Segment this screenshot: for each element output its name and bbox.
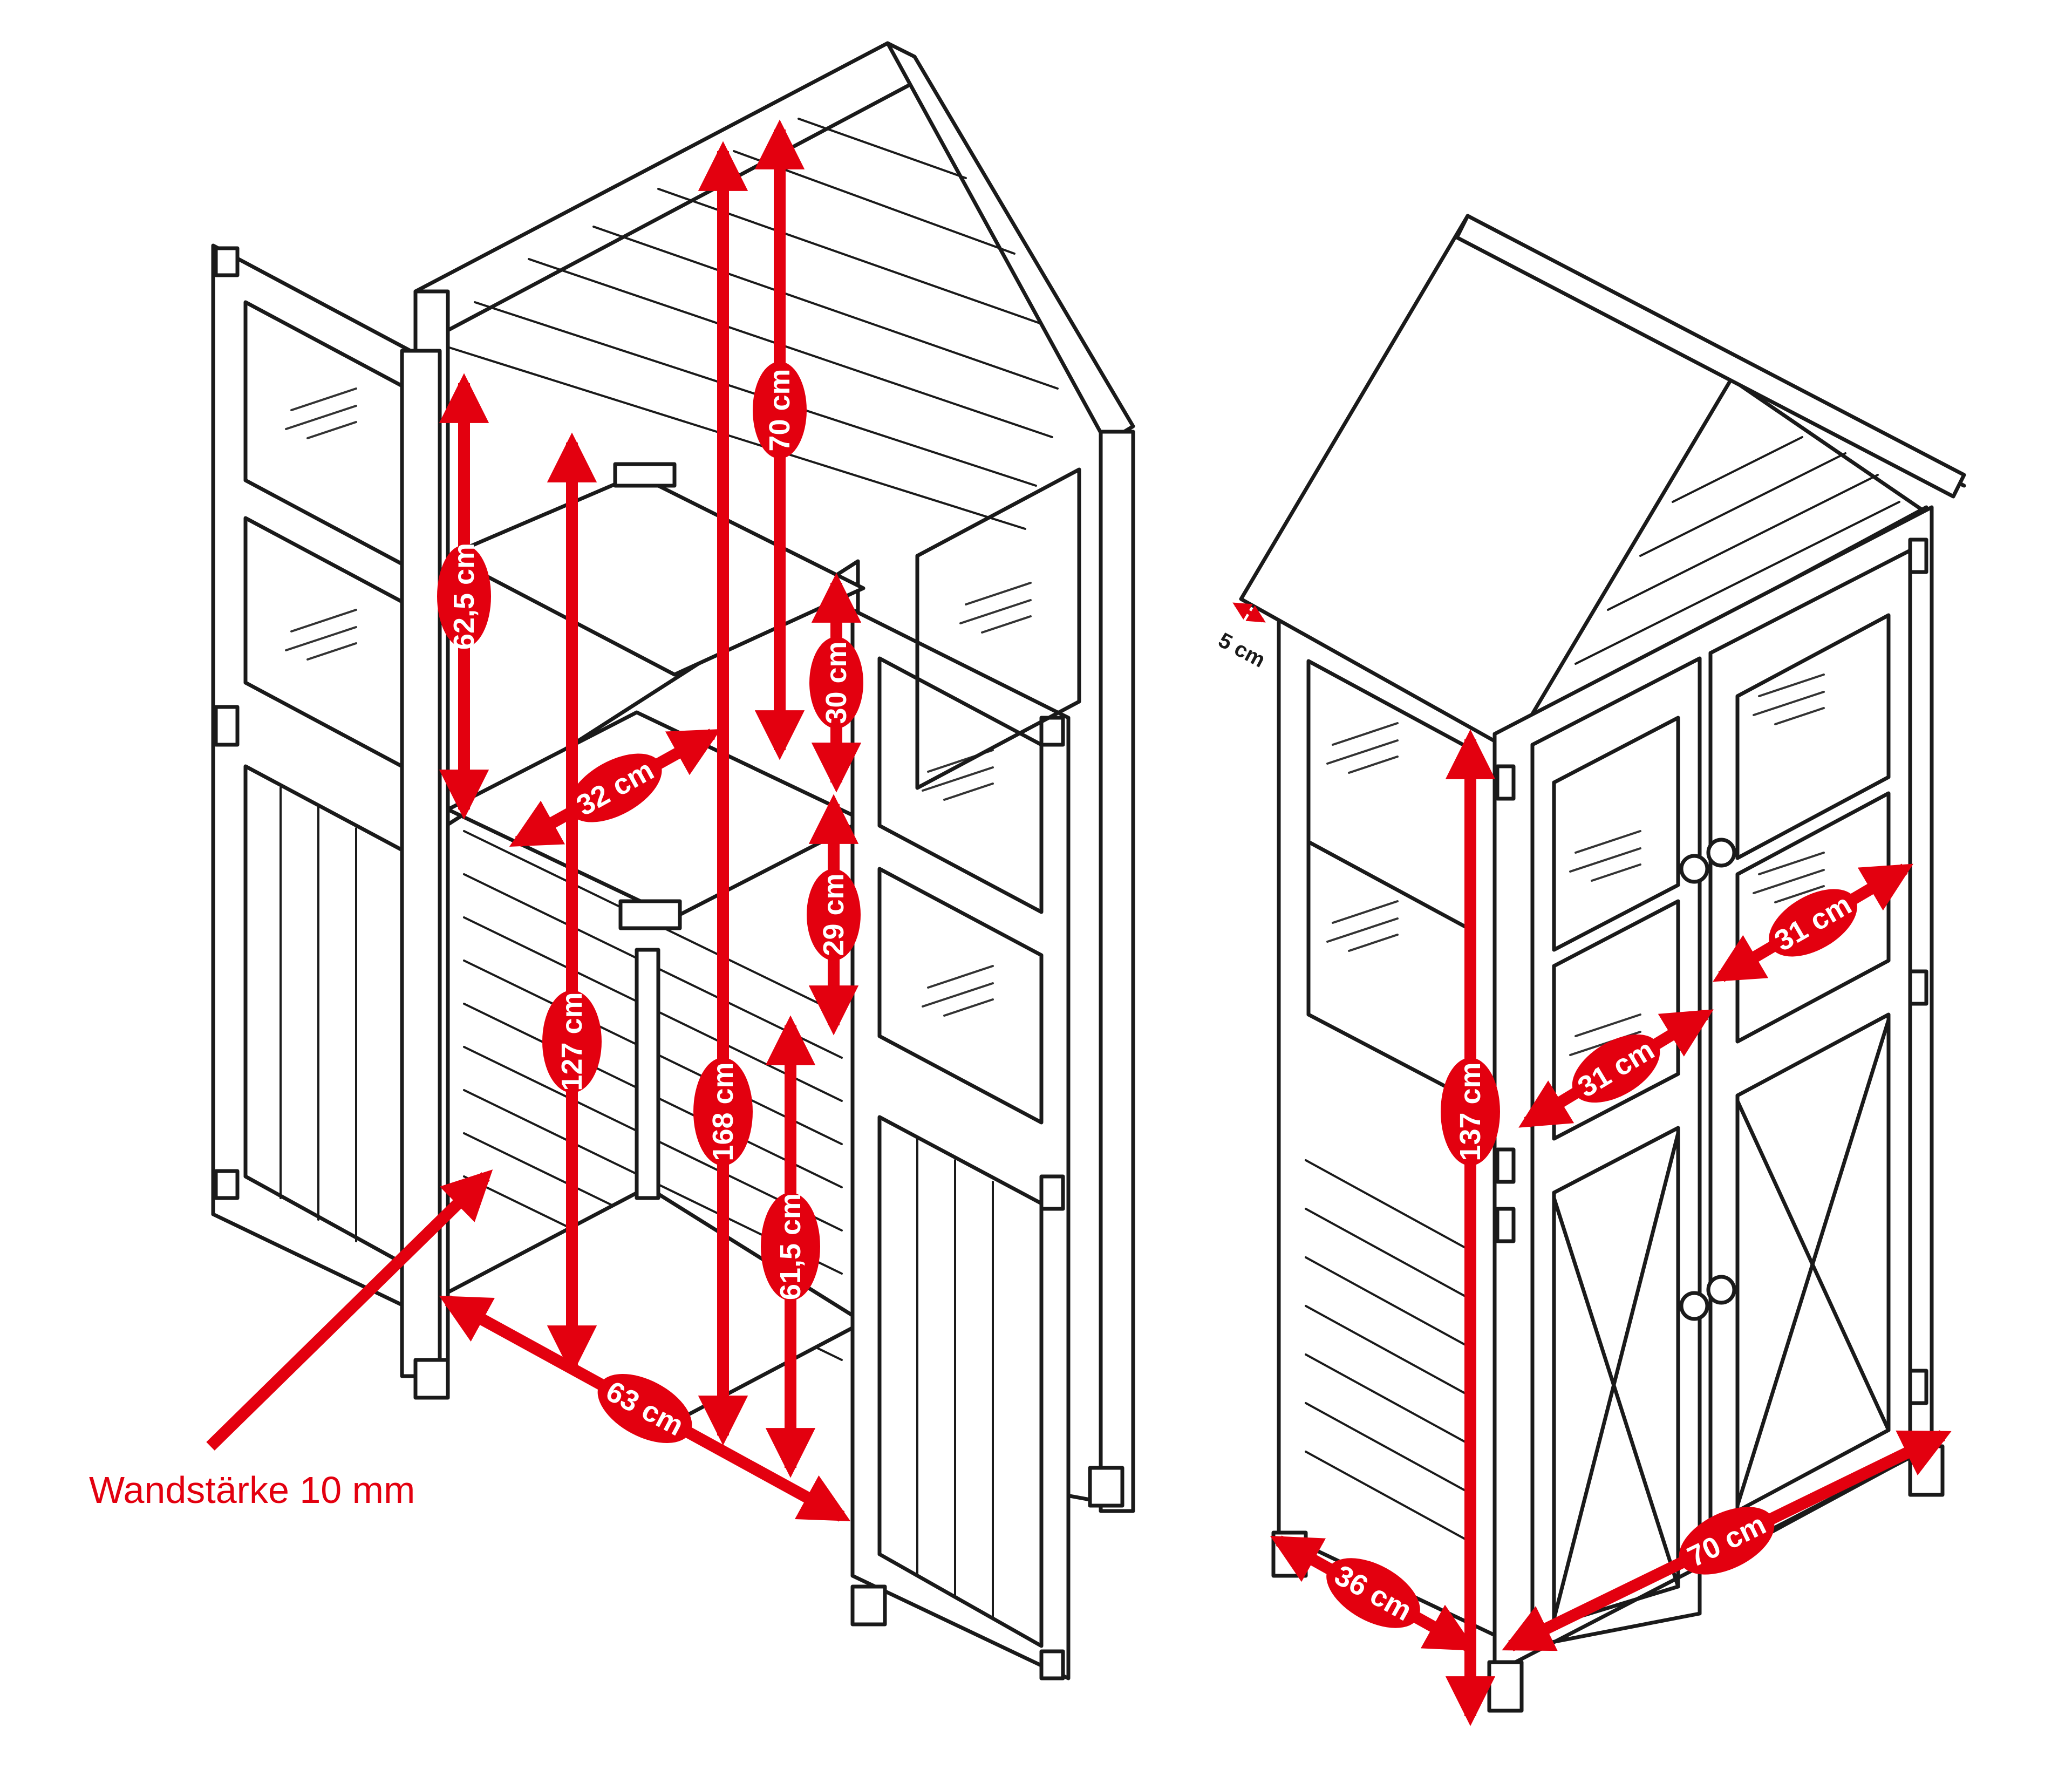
dimension-layer: 62,5 cm 127 cm 168 cm 70 cm <box>89 119 1952 1726</box>
dim-label-lower-compartment: 61,5 cm <box>774 1193 807 1300</box>
dim-middle-compartment: 29 cm <box>807 794 861 1036</box>
right-hinge-3 <box>1495 1207 1516 1243</box>
left-front-post <box>400 349 442 1378</box>
right-hinge-4 <box>1908 537 1928 574</box>
dim-label-wall-height: 137 cm <box>1454 1062 1487 1161</box>
dim-upper-shelf-height: 62,5 cm <box>437 373 491 820</box>
dim-upper-compartment: 30 cm <box>809 573 863 793</box>
right-shed-drawing <box>1239 214 1966 1713</box>
right-knob-4 <box>1706 1275 1736 1305</box>
left-latch-mid <box>618 899 682 930</box>
dim-door-width-left: 31 cm <box>1518 1009 1714 1128</box>
dim-label-total-height: 168 cm <box>707 1062 739 1161</box>
dim-roof-overhang: 5 cm <box>1215 602 1269 672</box>
dim-lower-compartment: 61,5 cm <box>761 1015 820 1478</box>
dim-label-roof-overhang: 5 cm <box>1215 628 1269 672</box>
left-latch-top <box>613 462 677 488</box>
dim-label-upper-shelf: 62,5 cm <box>448 543 480 650</box>
dim-roof-height: 70 cm <box>753 119 807 760</box>
wall-note-arrow <box>206 1169 493 1451</box>
dim-label-middle-compartment: 29 cm <box>817 873 850 956</box>
wall-thickness-note: Wandstärke 10 mm <box>89 1469 415 1511</box>
left-foot-2 <box>850 1584 887 1627</box>
left-open-door-left <box>211 243 418 1314</box>
dim-label-upper-compartment: 30 cm <box>820 641 853 724</box>
dim-total-height: 168 cm <box>693 141 753 1446</box>
right-knob-2 <box>1706 838 1736 868</box>
left-foot-3 <box>1088 1466 1124 1508</box>
right-roof-ridge <box>1455 214 1966 499</box>
right-knob-1 <box>1679 854 1709 884</box>
dim-width: 70 cm <box>1502 1430 1952 1651</box>
dim-interior-height-left: 127 cm <box>542 432 602 1376</box>
dim-label-roof-height: 70 cm <box>764 369 796 451</box>
left-side-wall <box>915 467 1081 790</box>
left-roof-right-slope <box>885 41 1135 445</box>
right-knob-3 <box>1679 1291 1709 1321</box>
right-foot-2 <box>1487 1660 1524 1713</box>
left-open-door-right <box>850 608 1071 1680</box>
right-hinge-5 <box>1908 969 1928 1006</box>
right-hinge-2 <box>1495 1147 1516 1184</box>
left-inner-post <box>635 948 660 1200</box>
right-hinge-6 <box>1908 1369 1928 1405</box>
dim-label-interior-height: 127 cm <box>556 992 588 1091</box>
left-right-post <box>1099 430 1135 1513</box>
left-foot-1 <box>413 1358 450 1400</box>
right-hinge-1 <box>1495 764 1516 801</box>
